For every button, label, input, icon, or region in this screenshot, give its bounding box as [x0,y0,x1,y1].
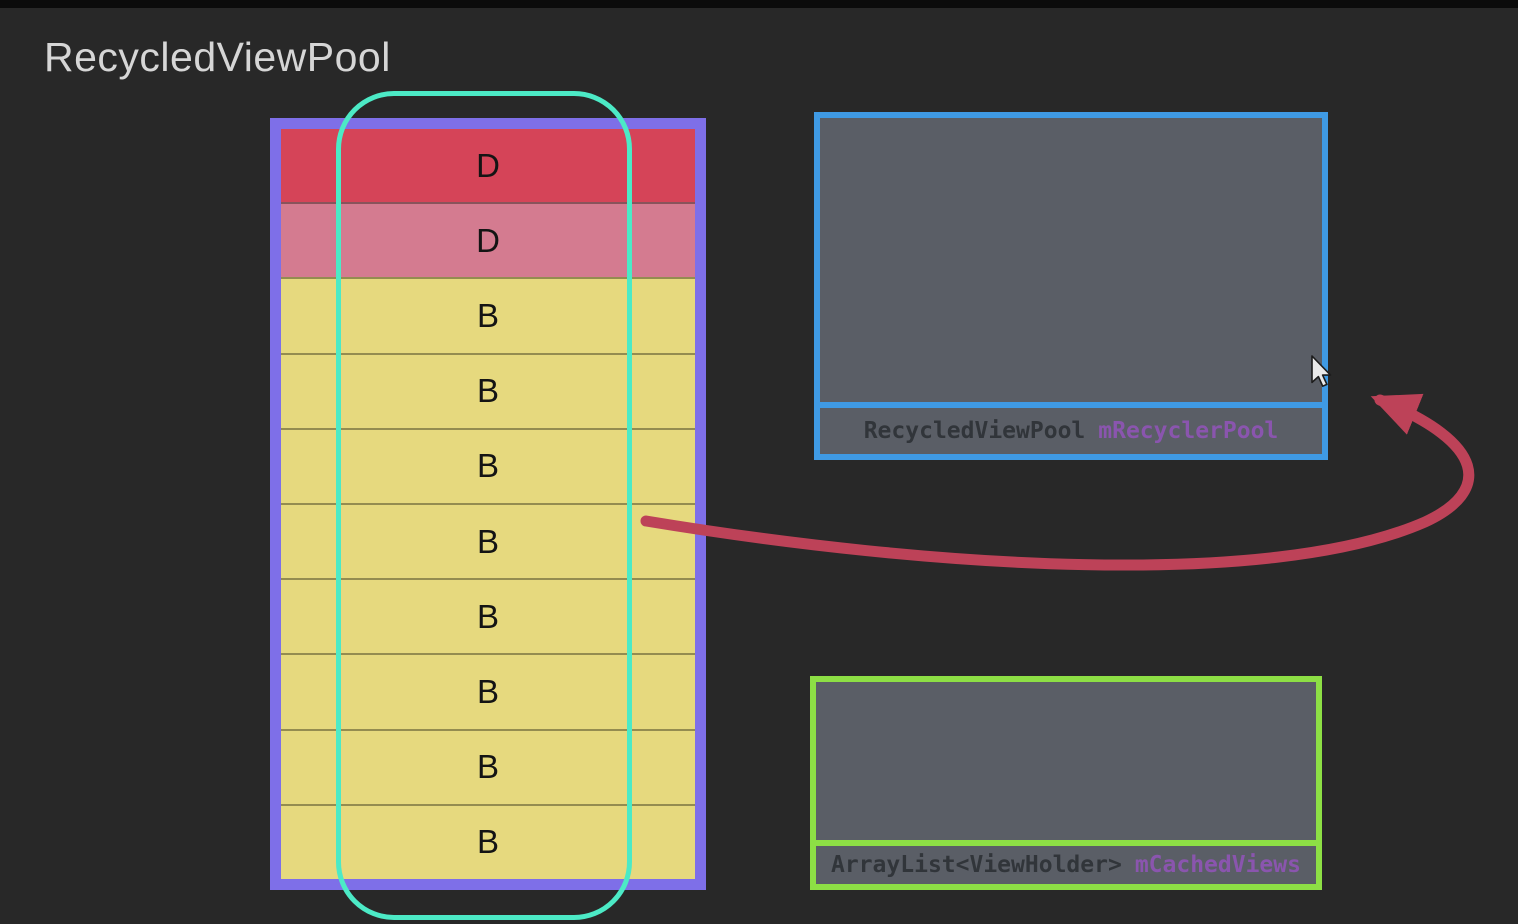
list-row: B [281,653,695,729]
recycled-view-pool-box: RecycledViewPool mRecyclerPool [814,112,1328,460]
list-row: B [281,427,695,504]
list-row: B [281,503,695,579]
recycled-view-pool-body [820,118,1322,402]
list-row: B [281,277,695,353]
cached-views-box: ArrayList<ViewHolder> mCachedViews [810,676,1322,890]
page-title: RecycledViewPool [44,34,391,80]
pool-var-name: mRecyclerPool [1098,418,1279,444]
pool-class-name: RecycledViewPool [863,418,1086,444]
list-row: B [281,578,695,654]
viewport-highlight-ring [336,91,632,920]
cache-class-name: ArrayList<ViewHolder> [831,852,1122,878]
recycled-view-pool-label: RecycledViewPool mRecyclerPool [820,402,1322,454]
cache-var-name: mCachedViews [1134,852,1301,878]
list-row: B [281,352,695,428]
cached-views-body [816,682,1316,840]
list-row: D [281,202,695,278]
cached-views-label: ArrayList<ViewHolder> mCachedViews [816,840,1316,884]
letterbox-strip [0,0,1518,8]
list-row: B [281,728,695,804]
